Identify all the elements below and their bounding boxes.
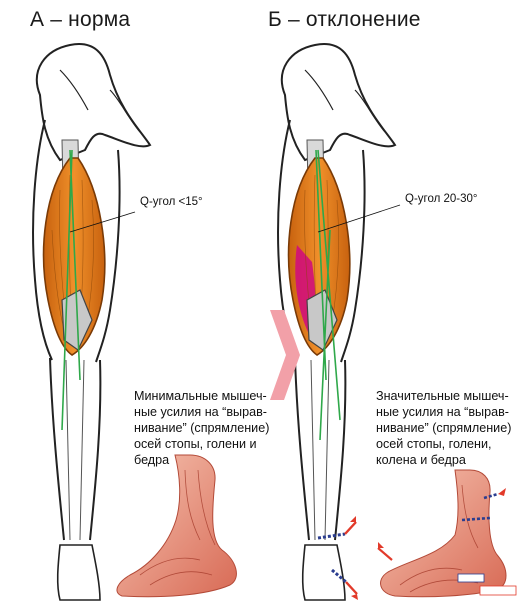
description-line: нивание” (спрямление) [376, 420, 511, 436]
description-line: осей стопы, голени, [376, 436, 511, 452]
description-normal: Минимальные мышеч- ные усилия на “вырав-… [134, 388, 269, 468]
description-line: ные усилия на “вырав- [376, 404, 511, 420]
foot-normal [117, 455, 236, 597]
normal-leg [33, 44, 150, 600]
description-line: бедра [134, 452, 269, 468]
pelvis-left [37, 44, 150, 160]
abnormal-leg [270, 44, 400, 600]
description-line: Значительные мышеч- [376, 388, 511, 404]
description-line: осей стопы, голени и [134, 436, 269, 452]
q-angle-label-abnormal: Q-угол 20-30° [405, 193, 478, 205]
description-abnormal: Значительные мышеч- ные усилия на “вырав… [376, 388, 511, 468]
q-angle-label-normal: Q-угол <15° [140, 196, 203, 208]
foot-abnormal [378, 470, 516, 597]
pelvis-right [282, 44, 395, 160]
panel-title-abnormal: Б – отклонение [268, 8, 421, 32]
description-line: нивание” (спрямление) [134, 420, 269, 436]
description-line: колена и бедра [376, 452, 511, 468]
description-line: Минимальные мышеч- [134, 388, 269, 404]
description-line: ные усилия на “вырав- [134, 404, 269, 420]
panel-title-normal: А – норма [30, 8, 130, 32]
